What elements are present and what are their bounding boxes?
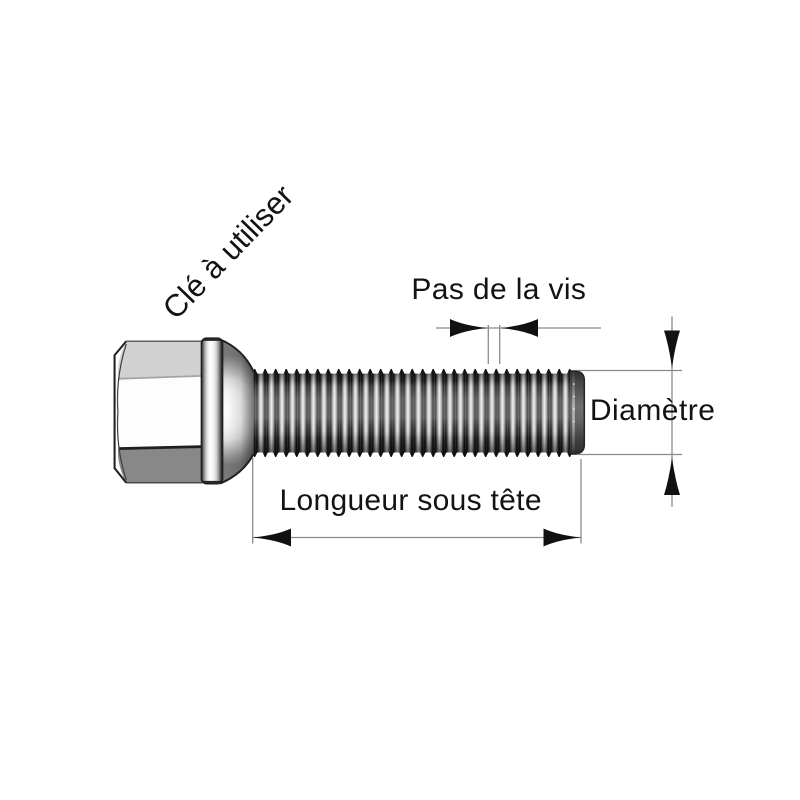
svg-text:Longueur sous tête: Longueur sous tête [280, 484, 542, 517]
svg-text:Diamètre: Diamètre [590, 394, 715, 427]
svg-text:Pas de la vis: Pas de la vis [411, 273, 586, 306]
svg-text:Clé à utiliser: Clé à utiliser [156, 178, 300, 326]
